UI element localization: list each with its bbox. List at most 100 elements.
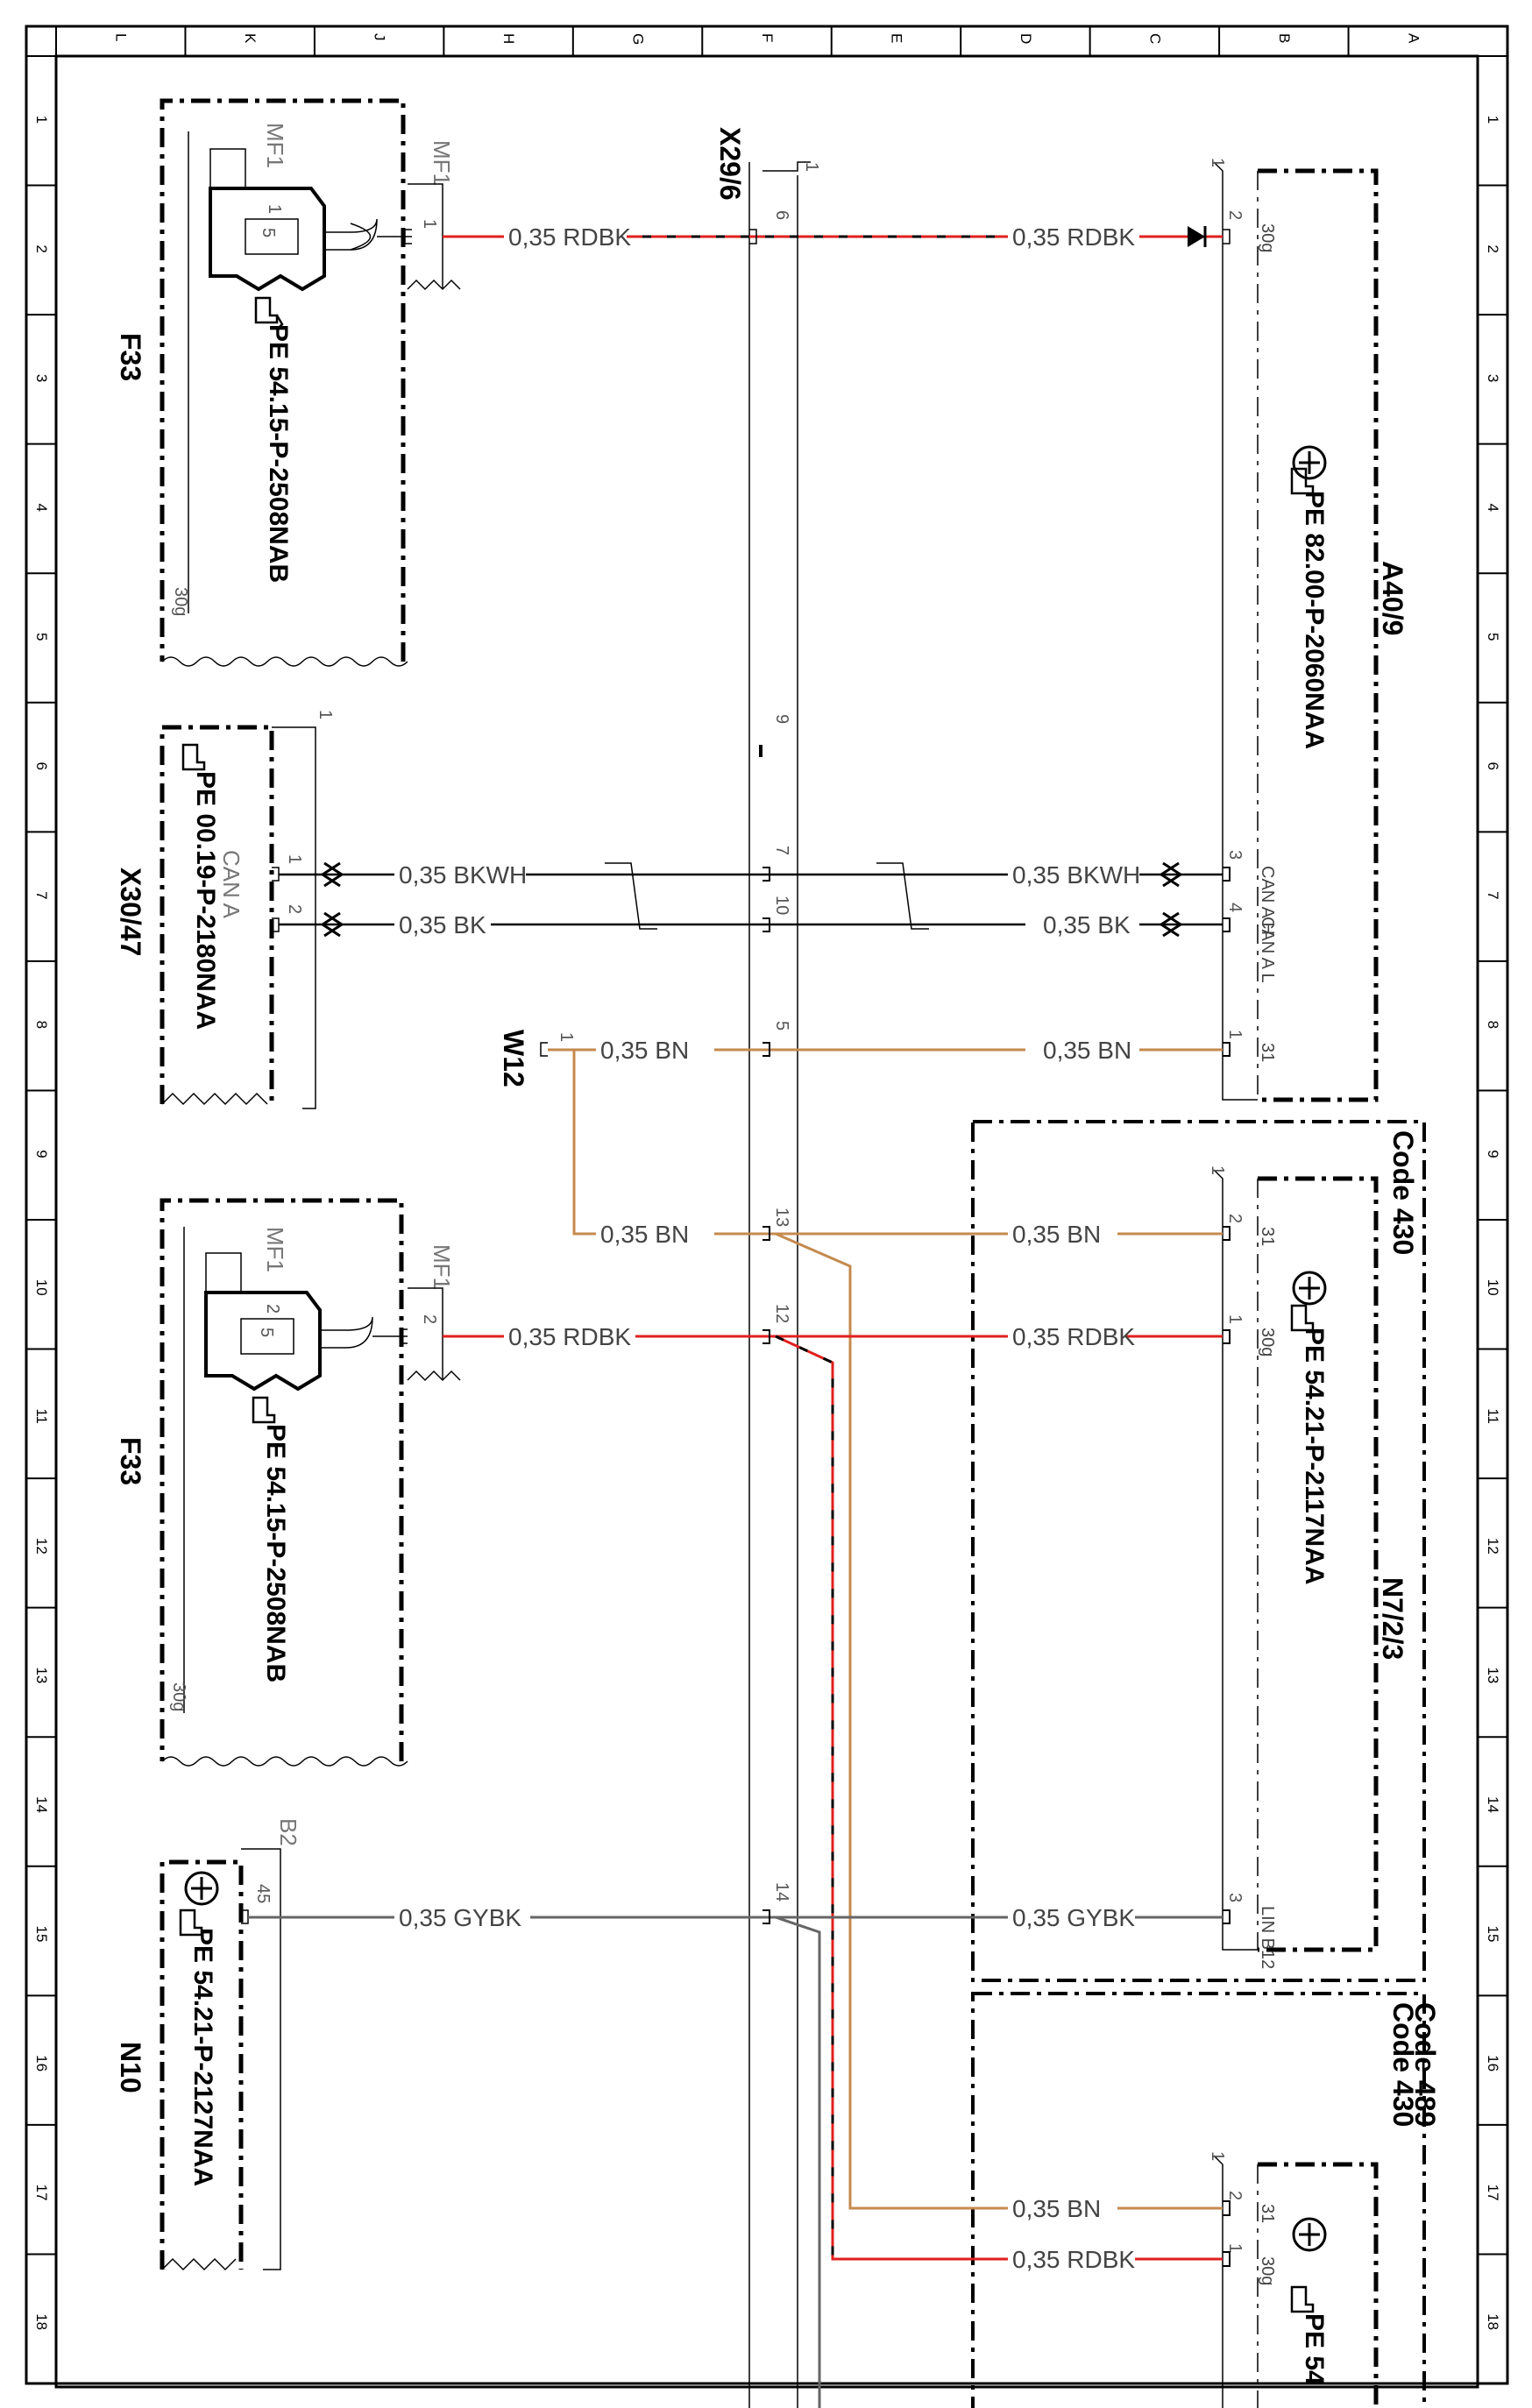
zone-number: 12 [33, 1538, 50, 1555]
zone-number: 5 [1485, 633, 1501, 641]
wire-label: 0,35 BKWH [1012, 861, 1140, 889]
svg-text:2: 2 [1225, 210, 1245, 220]
zone-letter: F [759, 33, 776, 42]
zone-letter: A [1405, 33, 1422, 44]
svg-text:PE 00.19-P-2180NAA: PE 00.19-P-2180NAA [191, 771, 220, 1030]
component-symbol-icon [1292, 1271, 1327, 1306]
zone-number: 6 [33, 762, 50, 770]
svg-text:F33: F33 [115, 1437, 146, 1485]
svg-text:Code 489: Code 489 [1409, 2002, 1441, 2127]
svg-text:PE 54.21-P-2117NAA: PE 54.21-P-2117NAA [1300, 1328, 1329, 1585]
component-bottom: 1 Code 430 Code 489 PE 54 31 30g 2 1 [971, 1992, 1441, 2408]
svg-text:PE 82.00-P-2060NAA: PE 82.00-P-2060NAA [1300, 491, 1329, 749]
zone-letter: J [372, 33, 388, 41]
zone-number: 2 [1485, 244, 1501, 252]
wire-label: 0,35 BK [1043, 911, 1131, 938]
wire-label: 0,35 BN [1012, 1221, 1101, 1248]
zone-number: 16 [1485, 2055, 1501, 2072]
svg-text:X30/47: X30/47 [115, 868, 146, 956]
inner-frame [54, 54, 1479, 2389]
svg-text:1: 1 [1208, 1165, 1227, 1175]
zone-number: 17 [33, 2185, 50, 2201]
svg-text:10: 10 [772, 896, 791, 915]
svg-text:A40/9: A40/9 [1377, 561, 1408, 635]
svg-text:3: 3 [1225, 1893, 1245, 1902]
svg-text:1: 1 [1225, 1030, 1245, 1039]
svg-text:31: 31 [1258, 2204, 1277, 2223]
svg-text:Code 430: Code 430 [1387, 2002, 1419, 2127]
svg-text:PE 54.21-P-2127NAA: PE 54.21-P-2127NAA [188, 1928, 217, 2186]
zone-letter: H [500, 33, 517, 44]
svg-text:Code 430: Code 430 [1387, 1130, 1419, 1255]
wire-label: 0,35 BKWH [399, 861, 527, 889]
svg-text:1: 1 [1208, 2151, 1227, 2161]
svg-text:1: 1 [1225, 1314, 1245, 1324]
ground-w12: W12 1 [498, 1030, 576, 1087]
svg-text:6: 6 [772, 210, 791, 220]
zone-number: 15 [33, 1926, 50, 1943]
svg-text:MF1: MF1 [262, 123, 288, 168]
svg-text:1: 1 [802, 162, 821, 172]
wire-label: 0,35 BK [399, 911, 486, 938]
hand-pointer-icon [252, 1396, 276, 1424]
zone-number: 4 [33, 503, 50, 511]
zone-number: 18 [1485, 2313, 1501, 2330]
zone-number: 6 [1485, 762, 1501, 770]
svg-text:B2: B2 [275, 1818, 301, 1846]
zone-number: 3 [33, 374, 50, 382]
svg-text:30g: 30g [1258, 1328, 1277, 1356]
svg-text:30g: 30g [1258, 223, 1277, 252]
svg-text:2: 2 [1225, 1214, 1245, 1223]
wire-labels: 0,35 RDBK 0,35 RDBK 0,35 BKWH 0,35 BKWH … [399, 223, 1140, 2273]
svg-text:N7/2/3: N7/2/3 [1377, 1577, 1408, 1660]
svg-text:MF1: MF1 [262, 1227, 288, 1272]
zone-number: 15 [1485, 1926, 1501, 1943]
svg-text:1: 1 [420, 219, 439, 229]
svg-text:N10: N10 [115, 2042, 146, 2093]
zone-number: 16 [33, 2055, 50, 2072]
wire-label: 0,35 BN [600, 1037, 689, 1064]
zone-number: 14 [1485, 1796, 1501, 1813]
svg-text:1: 1 [1225, 2243, 1245, 2253]
zone-number: 3 [1485, 374, 1501, 382]
connector-x29: X29/6 1 6 9 7 10 5 13 12 14 [714, 127, 821, 2408]
component-symbol-icon [1292, 445, 1327, 480]
wire-label: 0,35 RDBK [508, 223, 631, 251]
svg-text:30g: 30g [169, 1682, 188, 1711]
wire-label: 0,35 RDBK [1012, 223, 1135, 251]
svg-text:5: 5 [772, 1021, 791, 1030]
bus-pin-marks [762, 867, 1231, 2267]
connector-x30-47: 1 CAN A PE 00.19-P-2180NAA X30/47 1 2 [115, 710, 335, 1109]
zone-number: 8 [33, 1021, 50, 1029]
svg-text:30g: 30g [1258, 2256, 1277, 2285]
zone-number: 5 [33, 633, 50, 641]
zone-letter: D [1018, 33, 1034, 44]
svg-text:W12: W12 [498, 1030, 529, 1087]
svg-text:3: 3 [1225, 850, 1245, 860]
zone-letter: G [630, 33, 647, 45]
wire-label: 0,35 BN [1012, 2195, 1101, 2222]
zone-number: 7 [1485, 891, 1501, 899]
wires [248, 226, 1231, 2408]
zone-number: 11 [1485, 1408, 1501, 1424]
svg-text:1: 1 [316, 710, 335, 719]
svg-text:CAN A L: CAN A L [1258, 917, 1277, 983]
svg-text:1: 1 [265, 204, 284, 214]
wire-label: 0,35 GYBK [399, 1904, 521, 1931]
zone-number: 7 [33, 891, 50, 899]
wire-label: 0,35 RDBK [508, 1323, 631, 1350]
svg-text:2: 2 [263, 1304, 282, 1314]
wire-label: 0,35 RDBK [1012, 2246, 1135, 2273]
svg-text:PE 54.15-P-2508NAB: PE 54.15-P-2508NAB [261, 1424, 290, 1682]
component-n7-2-3: 1 Code 430 N7/2/3 PE 54.21-P-2117NAA 31 … [971, 1120, 1426, 1982]
hand-pointer-icon [254, 296, 284, 330]
svg-text:4: 4 [1225, 903, 1245, 912]
svg-text:9: 9 [772, 714, 791, 724]
svg-text:31: 31 [1258, 1227, 1277, 1246]
zone-number: 1 [1485, 116, 1501, 124]
zone-number: 2 [33, 244, 50, 252]
svg-text:LIN B12: LIN B12 [1258, 1906, 1277, 1969]
svg-text:2: 2 [420, 1314, 439, 1324]
component-symbol-icon [184, 1871, 219, 1906]
